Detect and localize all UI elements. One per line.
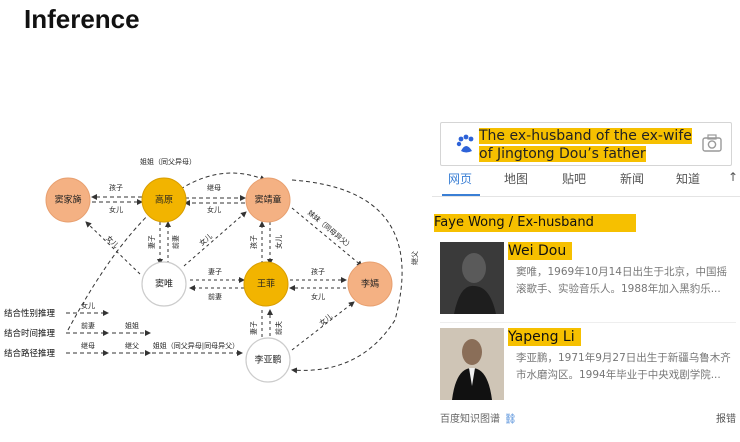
node-doujiayi: 窦家旖 (45, 177, 91, 223)
edge-doujingtong-liyan (291, 207, 363, 267)
legend-row3: 结合路径推理 (4, 348, 56, 359)
result-name[interactable]: Yapeng Li (508, 328, 581, 346)
answer-header: Faye Wong / Ex-husband (434, 214, 636, 232)
camera-icon[interactable] (701, 133, 723, 153)
edge-label-qianqi-1: 前妻 (171, 235, 180, 249)
tab-news[interactable]: 新闻 (620, 172, 645, 186)
edge-label-qizi-3: 妻子 (249, 321, 258, 335)
edge-label-nver-2: 女儿 (207, 205, 221, 214)
node-doujingtong: 窦靖童 (245, 177, 291, 223)
edge-douwei-doujiayi (85, 221, 141, 275)
edge-label-nver-1: 女儿 (109, 205, 123, 214)
legend-row2: 结合时间推理 (4, 328, 56, 339)
legend-row3-label-c: 姐姐（同父异母|同母异父） (153, 341, 239, 350)
edge-label-nver-4: 女儿 (197, 232, 214, 248)
legend-row3-label-b: 继父 (125, 341, 139, 350)
baidu-paw-icon (456, 134, 474, 153)
search-panel: The ex-husband of the ex-wife of Jington… (432, 118, 740, 442)
edge-label-qizi-1: 妻子 (147, 235, 156, 249)
link-icon[interactable]: ⛓ (504, 414, 517, 425)
result-desc: 窦唯，1969年10月14日出生于北京，中国摇滚歌手、实验音乐人。1988年加入… (516, 266, 727, 295)
edge-label-haizi-3: 孩子 (311, 267, 325, 276)
search-tabs: 网页 地图 贴吧 新闻 知道 ↑ (432, 170, 740, 197)
legend-row1-label: 女儿 (81, 301, 95, 310)
search-footer: 百度知识图谱 ⛓ 报错 (440, 410, 736, 425)
edge-label-nver-7: 女儿 (317, 312, 334, 328)
tab-zhidao[interactable]: 知道 (676, 172, 701, 186)
edge-label-qianfu: 前夫 (274, 321, 283, 335)
slide-title: Inference (24, 4, 140, 34)
edge-liyapeng-liyan (291, 301, 355, 351)
result-name[interactable]: Wei Dou (508, 242, 573, 260)
svg-text:窦家旖: 窦家旖 (54, 194, 81, 206)
result-item-wei-dou[interactable]: Wei Dou 窦唯，1969年10月14日出生于北京，中国摇滚歌手、实验音乐人… (440, 242, 736, 314)
search-query[interactable]: The ex-husband of the ex-wife of Jington… (479, 128, 692, 162)
edge-label-haizi-1: 孩子 (109, 183, 123, 192)
edge-jifu-arc (291, 179, 403, 374)
node-liyan: 李嫣 (347, 261, 393, 307)
result-desc: 李亚鹏，1971年9月27日出生于新疆乌鲁木齐市水磨沟区。1994年毕业于中央戏… (516, 352, 731, 381)
legend-row3-label-a: 继母 (81, 341, 95, 350)
search-box[interactable]: The ex-husband of the ex-wife of Jington… (440, 122, 732, 166)
person-photo (440, 328, 504, 400)
svg-text:窦唯: 窦唯 (155, 278, 173, 290)
svg-text:李嫣: 李嫣 (361, 278, 379, 290)
edge-label-jifu: 继父 (410, 251, 419, 265)
node-liyapeng: 李亚鹏 (245, 337, 291, 383)
edge-label-nver-6: 女儿 (311, 292, 325, 301)
edge-label-qizi-2: 妻子 (208, 267, 222, 276)
node-douwei: 窦唯 (141, 261, 187, 307)
legend-row1: 结合性别推理 (4, 308, 56, 319)
edge-douwei-doujingtong (183, 211, 247, 267)
tab-more[interactable]: ↑ (728, 170, 739, 184)
svg-text:李亚鹏: 李亚鹏 (254, 354, 281, 366)
tab-map[interactable]: 地图 (504, 172, 529, 186)
person-photo (440, 242, 504, 314)
legend-row2-label-a: 前妻 (81, 321, 95, 330)
legend-row2-label-b: 姐姐 (125, 321, 139, 330)
edge-label-jimu: 继母 (207, 183, 221, 192)
node-gaoyuan: 高原 (141, 177, 187, 223)
kg-source-link[interactable]: 百度知识图谱 (440, 414, 500, 425)
result-item-yapeng-li[interactable]: Yapeng Li 李亚鹏，1971年9月27日出生于新疆乌鲁木齐市水磨沟区。1… (440, 328, 736, 400)
svg-text:高原: 高原 (155, 194, 173, 206)
tab-tieba[interactable]: 贴吧 (562, 172, 587, 186)
edge-label-haizi-2: 孩子 (249, 235, 258, 249)
edge-label-qianqi-2: 前妻 (208, 292, 222, 301)
tab-web[interactable]: 网页 (448, 172, 473, 186)
svg-text:窦靖童: 窦靖童 (254, 194, 281, 206)
legend: 结合性别推理 女儿 结合时间推理 前妻 姐姐 结合路径推理 继母 继父 姐姐（同… (4, 301, 243, 359)
node-wangfei: 王菲 (243, 261, 289, 307)
edge-label-nver-5: 女儿 (274, 235, 283, 249)
edge-label-top-arc: 姐姐（同父异母） (140, 157, 196, 166)
edge-label-nver-3: 女儿 (104, 234, 120, 250)
edge-label-meimei: 妹妹（同母异父） (306, 208, 355, 251)
active-tab-indicator (442, 194, 480, 196)
result-divider (440, 322, 736, 323)
edge-top-arc (67, 172, 266, 331)
relationship-graph: 姐姐（同父异母） 孩子 女儿 继母 女儿 妻子 前妻 女儿 女儿 孩子 女儿 妹… (4, 157, 419, 383)
svg-text:王菲: 王菲 (257, 278, 275, 290)
report-error-link[interactable]: 报错 (716, 414, 736, 425)
